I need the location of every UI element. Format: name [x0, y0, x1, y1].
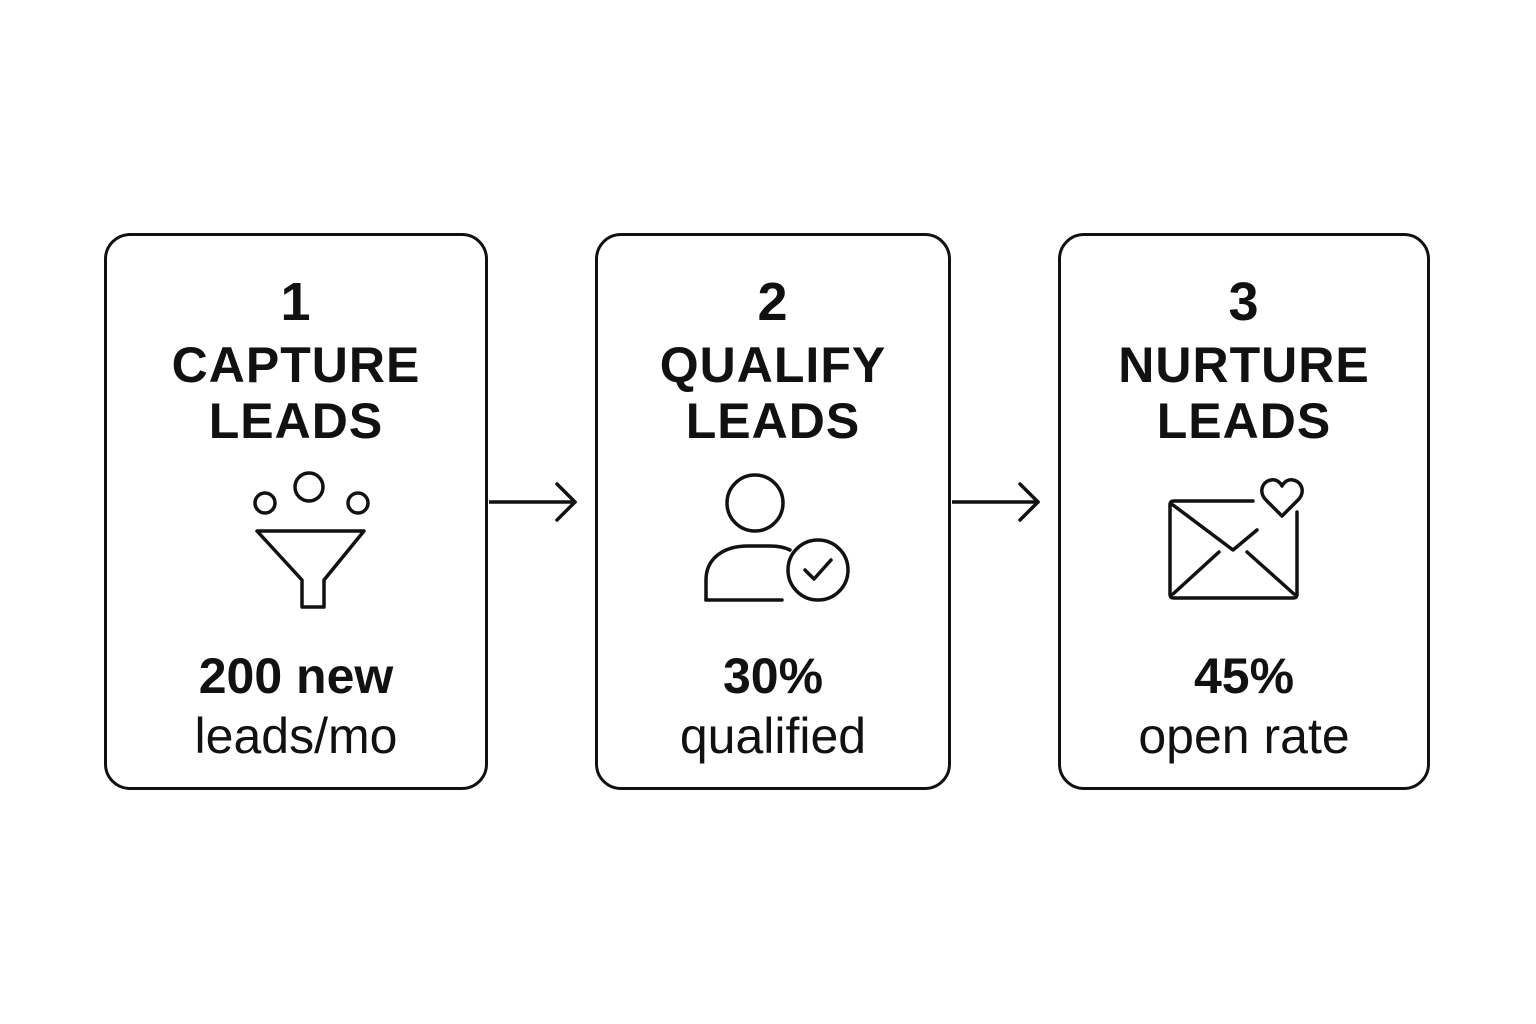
step-title: CAPTURE LEADS [107, 337, 485, 449]
stat-value: 30% [722, 648, 824, 704]
stat-value: 45% [1193, 648, 1295, 704]
step-title-line1: CAPTURE [171, 337, 421, 393]
step-number: 2 [757, 272, 789, 332]
step-title: NURTURE LEADS [1061, 337, 1427, 449]
step-title-line2: LEADS [685, 393, 861, 449]
step-title: QUALIFY LEADS [598, 337, 948, 449]
step-title-line1: QUALIFY [659, 337, 887, 393]
funnel-icon [221, 471, 371, 612]
envelope-heart-icon [1168, 472, 1319, 612]
stat-label: qualified [679, 708, 867, 764]
step-stat: 30% qualified [598, 646, 948, 766]
step-stat: 200 new leads/mo [107, 646, 485, 766]
stat-label: leads/mo [194, 708, 398, 764]
user-check-icon [698, 472, 850, 612]
step-title-line2: LEADS [1156, 393, 1332, 449]
stat-label: open rate [1138, 708, 1350, 764]
step-stat: 45% open rate [1061, 646, 1427, 766]
step-number: 1 [280, 272, 312, 332]
arrow-right-icon [952, 478, 1042, 526]
step-title-line2: LEADS [208, 393, 384, 449]
stat-value: 200 new [198, 648, 394, 704]
arrow-right-icon [489, 478, 579, 526]
step-card-nurture-leads: 3 NURTURE LEADS 45% open rate [1058, 233, 1430, 790]
step-card-qualify-leads: 2 QUALIFY LEADS 30% qualified [595, 233, 951, 790]
step-title-line1: NURTURE [1118, 337, 1370, 393]
step-number: 3 [1228, 272, 1260, 332]
step-card-capture-leads: 1 CAPTURE LEADS 200 new leads/mo [104, 233, 488, 790]
